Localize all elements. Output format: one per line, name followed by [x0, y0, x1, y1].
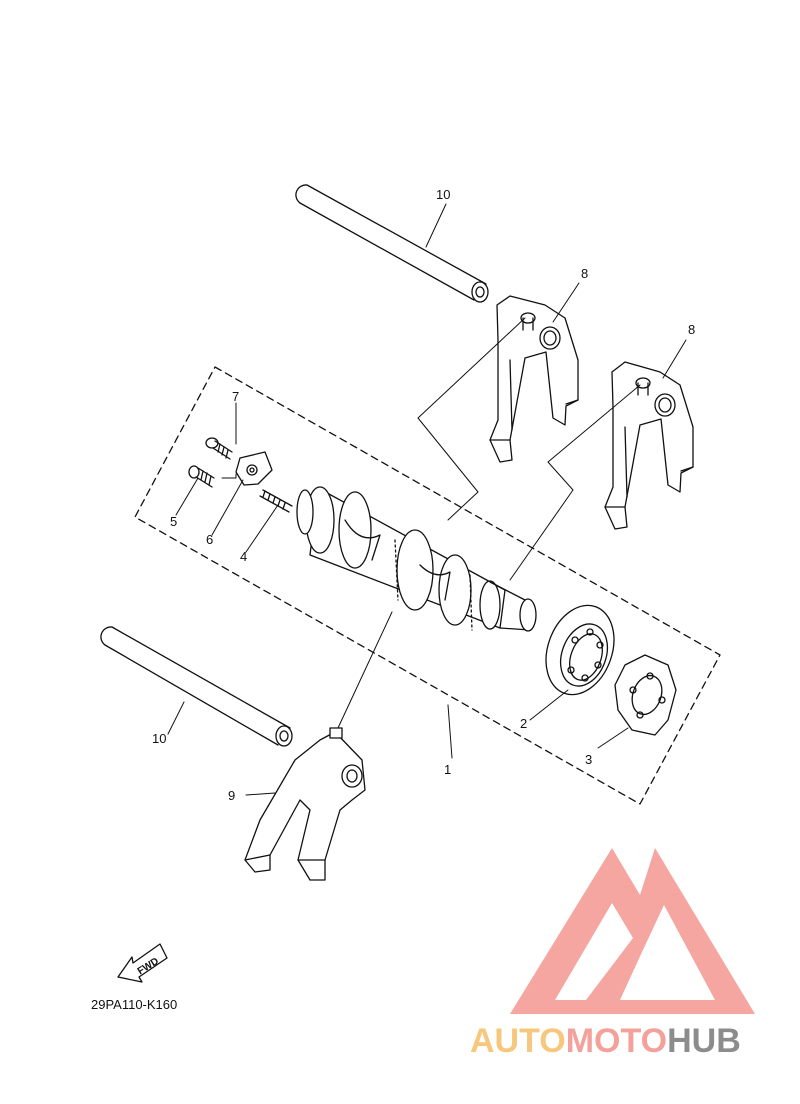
- callout-3: 3: [585, 752, 592, 767]
- screw-7: [205, 437, 233, 460]
- callout-6: 6: [206, 532, 213, 547]
- pin: [259, 489, 293, 513]
- watermark-hub: HUB: [667, 1022, 741, 1060]
- watermark-moto: MOTO: [566, 1022, 667, 1060]
- callout-2: 2: [520, 716, 527, 731]
- fwd-arrow-icon: FWD: [117, 943, 168, 983]
- watermark-auto: AUTO: [470, 1022, 566, 1060]
- callout-numbers: 10 8 8 7 5 6 4 2 3 1 9 10: [152, 187, 695, 803]
- callout-9: 9: [228, 788, 235, 803]
- svg-text:AUTOMOTOHUB: AUTOMOTOHUB: [470, 1022, 741, 1060]
- shift-fork-rod-lower: [100, 626, 293, 747]
- automotohub-logo-icon: [510, 848, 755, 1014]
- screw-5: [188, 465, 215, 488]
- callout-10-upper: 10: [436, 187, 450, 202]
- shift-fork-rod-upper: [295, 184, 489, 303]
- bearing: [545, 604, 615, 696]
- callout-7: 7: [232, 389, 239, 404]
- stopper-plate: [235, 451, 273, 486]
- shift-drum: [296, 486, 537, 632]
- callout-1: 1: [444, 762, 451, 777]
- watermark-text: AUTOMOTOHUB: [470, 1022, 741, 1060]
- callout-10-lower: 10: [152, 731, 166, 746]
- callout-8-upper: 8: [581, 266, 588, 281]
- assembly-boundary: [134, 366, 721, 805]
- shift-drum-segment: [614, 654, 677, 736]
- diagram-code: 29PA110-K160: [91, 997, 177, 1012]
- shift-fork-8-upper: [489, 295, 579, 463]
- shift-fork-8-right: [604, 361, 694, 530]
- shift-fork-9: [244, 727, 366, 881]
- callout-5: 5: [170, 514, 177, 529]
- callout-4: 4: [240, 549, 247, 564]
- leader-lines: [167, 203, 687, 796]
- callout-8-right: 8: [688, 322, 695, 337]
